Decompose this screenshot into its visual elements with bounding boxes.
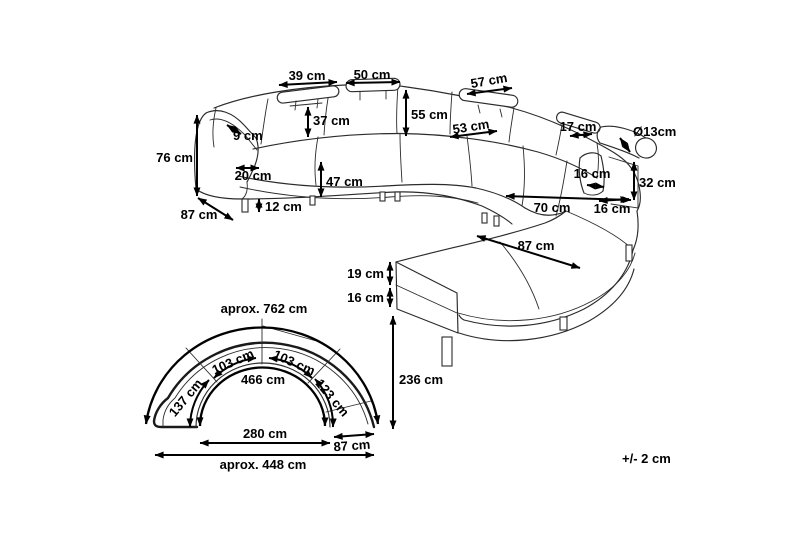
dim-label: 55 cm <box>411 107 448 122</box>
sofa-leg <box>241 198 249 213</box>
ottoman-leg <box>441 336 453 367</box>
bolster-cushion <box>596 125 658 159</box>
dim-end-width: 87 cm <box>333 431 375 455</box>
dim-label: 16 cm <box>594 201 631 216</box>
dim-total-depth: 236 cm <box>389 315 443 430</box>
dim-back-cushion-height: 37 cm <box>304 106 350 138</box>
dim-total-width: aprox. 448 cm <box>154 451 375 472</box>
bolster-end-cap <box>634 137 658 159</box>
dim-armrest-depth: 20 cm <box>235 164 272 183</box>
dim-label: 57 cm <box>469 70 508 91</box>
dim-label: 16 cm <box>347 290 384 305</box>
dim-outer-circumference: aprox. 762 cm <box>143 301 381 425</box>
dim-label: Ø13cm <box>633 124 676 139</box>
dim-label: 47 cm <box>326 174 363 189</box>
dim-leg-height: 12 cm <box>255 198 302 214</box>
dim-label: 280 cm <box>243 426 287 441</box>
sofa-leg <box>394 191 401 202</box>
sofa-leg <box>493 215 500 227</box>
dim-label: 32 cm <box>639 175 676 190</box>
dim-support-width: 16 cm <box>574 166 611 190</box>
dim-segment-far-left: 137 cm <box>166 376 210 428</box>
dim-label: 87 cm <box>181 207 218 222</box>
dim-right-end-height: 32 cm <box>630 161 676 201</box>
dim-label: 466 cm <box>241 372 285 387</box>
dim-ottoman-cushion-height: 19 cm <box>347 261 394 286</box>
dim-label: 17 cm <box>560 119 597 134</box>
sofa-leg <box>481 212 488 224</box>
dim-label: 236 cm <box>399 372 443 387</box>
dim-label: 50 cm <box>354 67 391 82</box>
seat-band <box>237 133 568 227</box>
left-armrest <box>193 110 259 200</box>
dim-label: 70 cm <box>534 200 571 215</box>
plan-outer-seam <box>162 347 369 427</box>
dim-headrest-right-width: 57 cm <box>466 70 513 97</box>
sofa-leg <box>379 191 386 202</box>
dim-back-cushion-right-width: 53 cm <box>449 116 498 140</box>
ottoman-leg <box>625 244 633 262</box>
dim-label: 37 cm <box>313 113 350 128</box>
dim-inner-circumference: 466 cm <box>196 366 329 427</box>
dim-label: 39 cm <box>289 68 326 83</box>
headrest-bar-small <box>555 111 601 134</box>
dim-label: 16 cm <box>574 166 611 181</box>
dim-ottoman-base-height: 16 cm <box>347 287 394 308</box>
dim-ottoman-width: 87 cm <box>476 235 581 269</box>
dim-headrest-middle-width: 50 cm <box>345 67 401 87</box>
plan-seam <box>307 348 341 384</box>
dim-seat-height: 47 cm <box>317 161 363 198</box>
dim-armrest-top-width: 9 cm <box>226 124 263 143</box>
dim-label: aprox. 448 cm <box>220 457 307 472</box>
dim-label: 9 cm <box>233 128 263 143</box>
tolerance-note: +/- 2 cm <box>622 451 671 466</box>
dim-label: aprox. 762 cm <box>221 301 308 316</box>
dim-label: 87 cm <box>333 437 371 455</box>
ottoman-leg <box>559 316 568 331</box>
dim-label: 12 cm <box>265 199 302 214</box>
dim-label: 19 cm <box>347 266 384 281</box>
dim-backrest-height: 55 cm <box>402 89 448 137</box>
dim-label: 137 cm <box>166 376 206 419</box>
sofa-leg <box>309 195 316 206</box>
dim-label: 76 cm <box>156 150 193 165</box>
dim-label: 53 cm <box>452 116 491 137</box>
headrest-bar-left <box>276 85 340 104</box>
dim-label: 87 cm <box>518 238 555 253</box>
dim-headrest-small-width: 17 cm <box>560 119 597 139</box>
dim-headrest-left-width: 39 cm <box>278 68 338 89</box>
dim-overall-height: 76 cm <box>156 114 201 197</box>
ottoman-section <box>395 210 639 367</box>
dim-bolster-diameter: Ø13cm <box>619 124 676 153</box>
dim-side-depth: 87 cm <box>181 197 234 222</box>
dim-label: 20 cm <box>235 168 272 183</box>
plan-seam <box>185 347 218 383</box>
dim-right-base-height: 16 cm <box>594 196 631 216</box>
dim-inner-width: 280 cm <box>199 426 331 447</box>
